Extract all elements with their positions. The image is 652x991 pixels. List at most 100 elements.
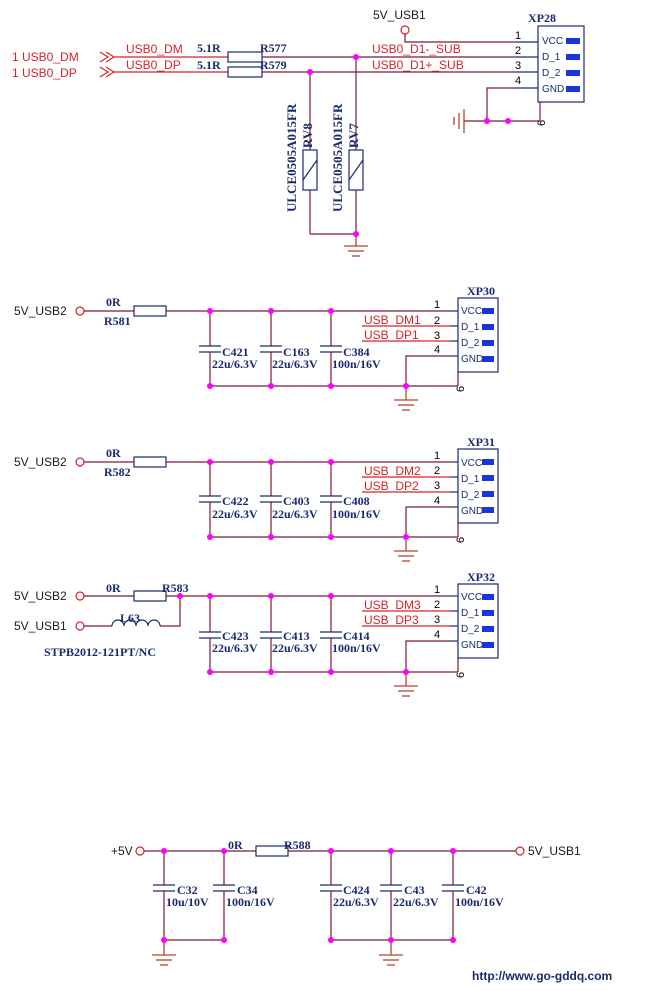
junction-dot	[328, 669, 334, 675]
junction-dot	[268, 383, 274, 389]
rv8-ref: RV8	[300, 123, 315, 148]
c424-ref: C424	[343, 883, 370, 897]
junction-dot	[328, 593, 334, 599]
connector-xp30	[457, 297, 499, 373]
xp32-wire-l-out	[160, 596, 181, 627]
resistor-r579	[227, 66, 263, 78]
input-usb0-dp-arrow	[99, 66, 110, 78]
net-usb0-dm: USB0_DM	[126, 42, 183, 56]
xp31-net-dm: USB_DM2	[364, 464, 421, 478]
xp30-pin4: 4	[434, 344, 440, 356]
xp28-contact	[566, 70, 580, 76]
xp30-power-port	[75, 306, 85, 316]
section-xp28: 1 USB0_DM 1 USB0_DP USB0_DM USB0_DP 5.1R…	[12, 8, 585, 257]
junction-dot	[403, 383, 409, 389]
xp32-ref: XP32	[467, 570, 495, 584]
xp32-pin4: 4	[434, 629, 440, 641]
xp32-contact	[482, 594, 494, 600]
xp28-contact	[566, 86, 580, 92]
xp32-cap2-ref: C413	[283, 629, 310, 643]
bottom-wire-left-gnd	[163, 891, 225, 941]
c42-ref: C42	[466, 883, 487, 897]
xp31-cap1-ref: C422	[222, 494, 249, 508]
section-xp30: 5V_USB2 0R R581 C421 22u/6.3V C163 22u/6…	[14, 284, 499, 411]
wire-vcc	[404, 34, 516, 43]
xp30-resistor	[133, 305, 167, 317]
xp30-contact	[482, 356, 494, 362]
junction-dot	[207, 669, 213, 675]
output-5v-usb1-port	[515, 846, 525, 856]
input-5v-label: +5V	[111, 844, 133, 858]
tvs-rv8-slash	[302, 159, 318, 181]
junction-dot	[505, 118, 511, 124]
junction-dot	[353, 54, 359, 60]
xp31-contact	[482, 475, 494, 481]
c34-ref: C34	[237, 883, 258, 897]
xp32-cap2-val: 22u/6.3V	[272, 641, 318, 655]
resistor-r577	[227, 51, 263, 63]
junction-dot	[161, 937, 167, 943]
r588-value: 0R	[228, 838, 243, 852]
xp32-l-part: STPB2012-121PT/NC	[44, 645, 156, 659]
junction-dot	[207, 459, 213, 465]
net-d1-plus: USB0_D1+_SUB	[372, 58, 464, 72]
wire-gnd-xp28	[486, 87, 540, 122]
c42-val: 100n/16V	[455, 895, 504, 909]
xp28-pin4: 4	[515, 75, 521, 87]
r577-value: 5.1R	[197, 41, 221, 55]
xp31-pin3: 3	[434, 480, 440, 492]
c34-val: 100n/16V	[226, 895, 275, 909]
xp32-r-value: 0R	[106, 581, 121, 595]
xp32-wire-pin4	[405, 640, 450, 672]
xp30-cap3-ref: C384	[343, 345, 370, 359]
xp30-r-value: 0R	[106, 295, 121, 309]
xp32-net-dp: USB_DP3	[364, 613, 419, 627]
xp32-r-ref: R583	[162, 581, 189, 595]
connector-xp32	[457, 583, 499, 659]
xp32-power2-label: 5V_USB1	[14, 619, 67, 633]
xp32-contact	[482, 626, 494, 632]
xp30-pin2: 2	[434, 315, 440, 327]
xp31-ref: XP31	[467, 435, 495, 449]
xp30-pin-d1: D_1	[461, 322, 480, 333]
xp31-contact	[482, 491, 494, 497]
xp31-pin-d2: D_2	[461, 490, 480, 501]
xp28-pin-d2: D_2	[542, 68, 561, 79]
r579-value: 5.1R	[197, 58, 221, 72]
junction-dot	[268, 669, 274, 675]
xp32-cap1-val: 22u/6.3V	[212, 641, 258, 655]
r579-ref: R579	[260, 58, 287, 72]
xp31-r-ref: R582	[104, 465, 131, 479]
input-5v-port	[135, 846, 145, 856]
xp30-net-dm: USB_DM1	[364, 313, 421, 327]
junction-dot	[161, 848, 167, 854]
xp30-cap1-val: 22u/6.3V	[212, 357, 258, 371]
xp32-pin-gnd: GND	[461, 640, 483, 651]
junction-dot	[328, 383, 334, 389]
xp30-pin3: 3	[434, 330, 440, 342]
xp30-pin6: 6	[455, 386, 467, 392]
xp32-power2-port	[75, 621, 85, 631]
xp28-pin-vcc: VCC	[542, 36, 563, 47]
xp32-pin1: 1	[434, 584, 440, 596]
c43-ref: C43	[404, 883, 425, 897]
xp30-pin-vcc: VCC	[461, 306, 482, 317]
xp32-pin3: 3	[434, 614, 440, 626]
xp31-pin-gnd: GND	[461, 506, 483, 517]
junction-dot	[177, 593, 183, 599]
xp31-resistor	[133, 456, 167, 468]
rv7-ref: RV7	[346, 123, 361, 148]
junction-dot	[268, 593, 274, 599]
xp30-wire-pin4	[405, 355, 450, 386]
xp32-cap3-val: 100n/16V	[332, 641, 381, 655]
xp31-wire-pin4	[405, 506, 450, 537]
c424-val: 22u/6.3V	[333, 895, 379, 909]
net-d1-minus: USB0_D1-_SUB	[372, 42, 461, 56]
xp32-cap3-ref: C414	[343, 629, 370, 643]
c32-ref: C32	[177, 883, 198, 897]
xp31-cap3-ref: C408	[343, 494, 370, 508]
junction-dot	[328, 534, 334, 540]
junction-dot	[353, 231, 359, 237]
junction-dot	[328, 848, 334, 854]
